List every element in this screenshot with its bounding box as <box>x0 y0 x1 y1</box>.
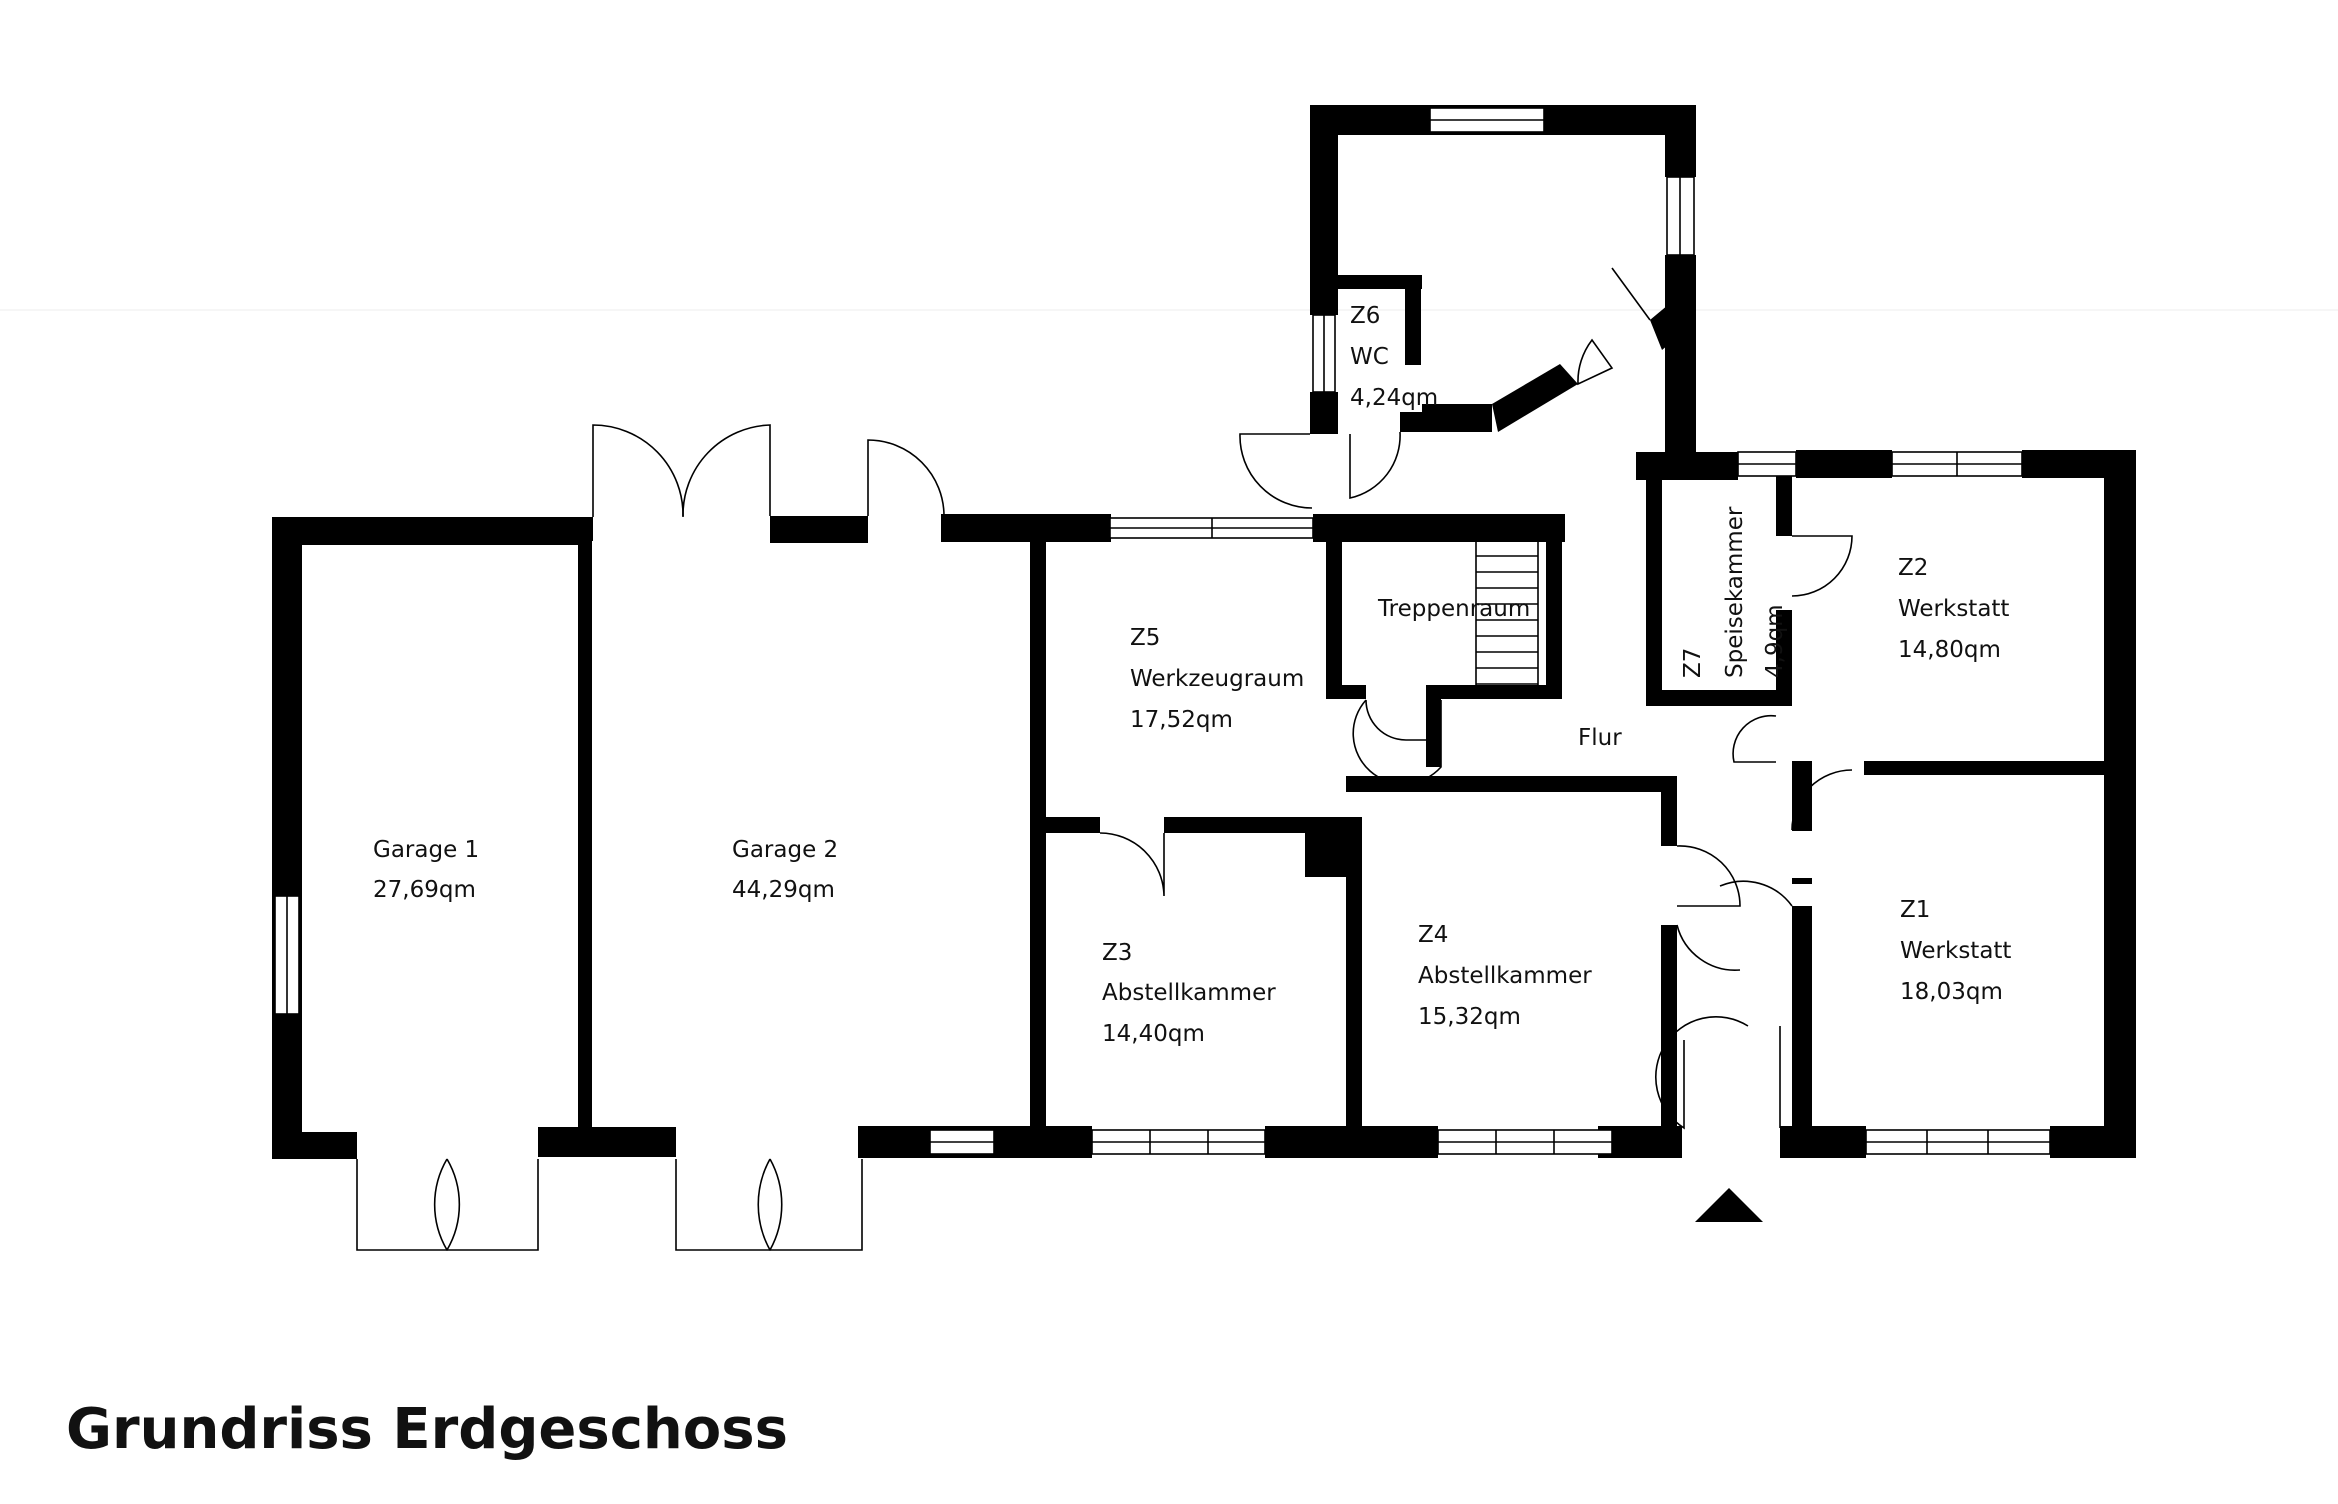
z7-id: Z7 <box>1680 648 1706 678</box>
doors <box>356 267 1853 1251</box>
z7-area: 4,9qm <box>1762 604 1788 678</box>
z1-name: Werkstatt <box>1900 938 2011 964</box>
z3-id: Z3 <box>1102 940 1132 966</box>
z5-area: 17,52qm <box>1130 707 1233 733</box>
room-labels: Garage 1 27,69qm Garage 2 44,29qm Z5 Wer… <box>373 303 2011 1047</box>
z6-name: WC <box>1350 344 1389 370</box>
z2-area: 14,80qm <box>1898 637 2001 663</box>
z4-name: Abstellkammer <box>1418 963 1592 989</box>
z3-name: Abstellkammer <box>1102 980 1276 1006</box>
z5-id: Z5 <box>1130 625 1160 651</box>
garage2-name: Garage 2 <box>732 837 838 863</box>
staircase <box>1475 527 1539 690</box>
z6-id: Z6 <box>1350 303 1380 329</box>
page-title: Grundriss Erdgeschoss <box>66 1397 788 1462</box>
windows <box>274 107 2051 1155</box>
entrance-triangle-icon <box>1695 1188 1763 1222</box>
z4-id: Z4 <box>1418 922 1448 948</box>
garage1-area: 27,69qm <box>373 877 476 903</box>
z7-name: Speisekammer <box>1722 506 1748 678</box>
garage1-name: Garage 1 <box>373 837 479 863</box>
z2-id: Z2 <box>1898 555 1928 581</box>
flur-name: Flur <box>1578 725 1622 751</box>
z1-id: Z1 <box>1900 897 1930 923</box>
z5-name: Werkzeugraum <box>1130 666 1304 692</box>
z6-area: 4,24qm <box>1350 385 1438 411</box>
z2-name: Werkstatt <box>1898 596 2009 622</box>
garage2-area: 44,29qm <box>732 877 835 903</box>
walls <box>272 105 2136 1159</box>
treppenraum-name: Treppenraum <box>1377 596 1530 622</box>
z3-area: 14,40qm <box>1102 1021 1205 1047</box>
z1-area: 18,03qm <box>1900 979 2003 1005</box>
z4-area: 15,32qm <box>1418 1004 1521 1030</box>
